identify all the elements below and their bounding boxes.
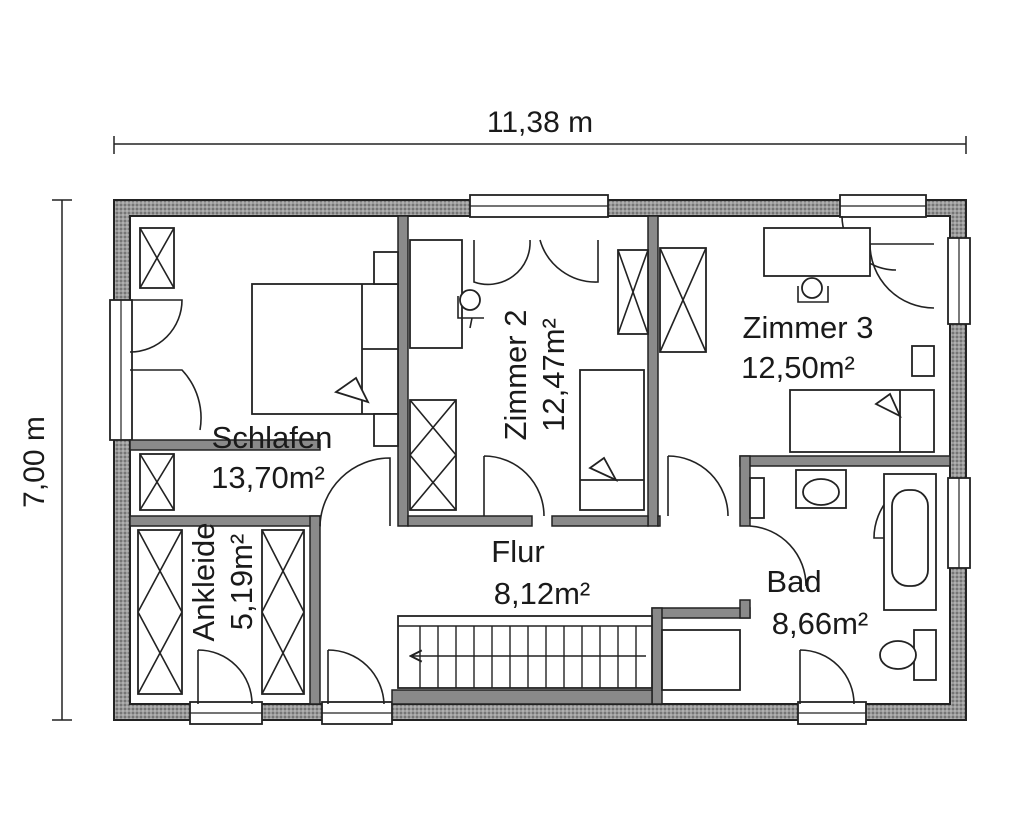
room-name-zimmer3: Zimmer 3	[743, 310, 874, 345]
room-area-zimmer2: 12,47m²	[536, 318, 571, 432]
windows	[109, 194, 971, 725]
room-area-bad: 8,66m²	[772, 606, 868, 641]
zimmer2-furniture	[409, 239, 645, 511]
room-name-zimmer2: Zimmer 2	[498, 310, 533, 441]
room-area-flur: 8,12m²	[494, 576, 590, 611]
room-area-ankleide: 5,19m²	[224, 534, 259, 630]
dimension-width	[113, 136, 967, 154]
room-name-bad: Bad	[766, 564, 821, 599]
room-area-schlafen: 13,70m²	[211, 460, 325, 495]
wardrobes	[137, 227, 707, 695]
dimension-height-label: 7,00 m	[18, 416, 51, 508]
exterior-wall	[113, 199, 967, 721]
room-name-flur: Flur	[491, 534, 544, 569]
dimension-width-label: 11,38 m	[487, 106, 593, 139]
bathroom-fixtures	[749, 469, 937, 681]
staircase	[397, 615, 741, 691]
dimension-height	[52, 199, 72, 721]
zimmer3-furniture	[763, 227, 935, 453]
double-bed	[251, 251, 399, 447]
room-name-schlafen: Schlafen	[212, 420, 333, 455]
room-name-ankleide: Ankleide	[186, 523, 221, 642]
room-area-zimmer3: 12,50m²	[741, 350, 855, 385]
interior-walls	[129, 215, 951, 705]
